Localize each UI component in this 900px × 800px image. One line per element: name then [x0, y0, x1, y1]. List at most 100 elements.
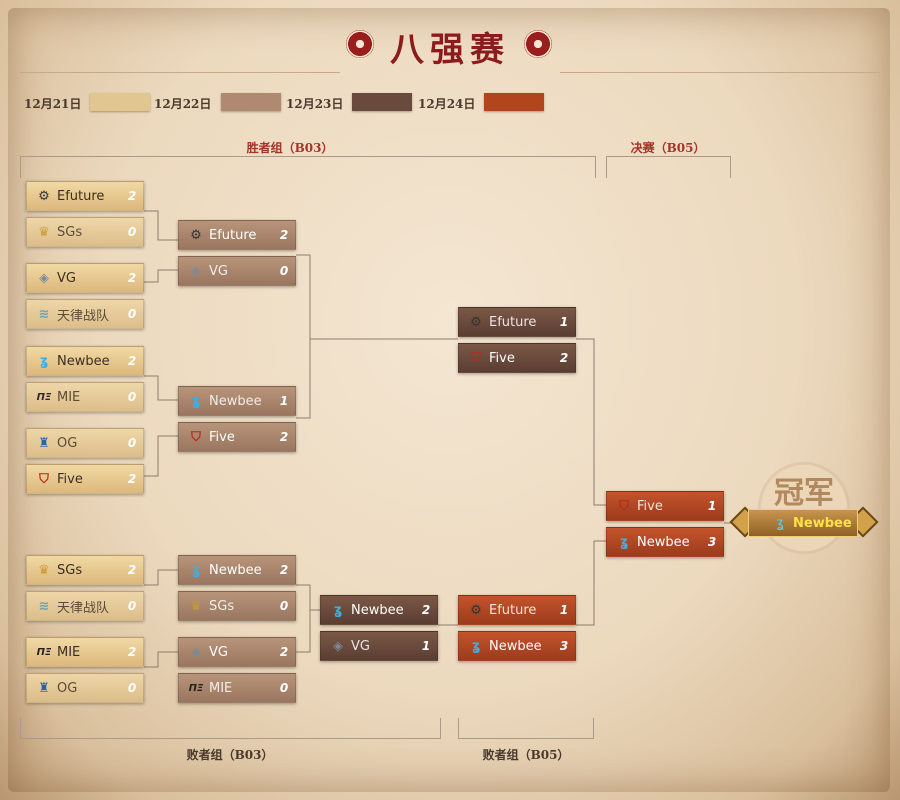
champion-medallion	[740, 438, 868, 578]
lower-bo3-tick-right	[440, 718, 441, 738]
team-name: Five	[637, 498, 663, 514]
team-name: Efuture	[489, 314, 537, 330]
team-name: Newbee	[209, 562, 262, 578]
page-title: 八强赛	[390, 30, 510, 70]
team-name: Efuture	[489, 602, 537, 618]
champion-name: Newbee	[793, 515, 852, 531]
team-score: 2	[127, 472, 137, 486]
connector-line	[144, 375, 178, 401]
team-name: SGs	[57, 562, 83, 578]
team-name: SGs	[57, 224, 83, 240]
team-name: SGs	[209, 598, 235, 614]
team-name: MIE	[57, 644, 81, 660]
team-score: 1	[279, 394, 289, 408]
team-score: 0	[127, 599, 137, 613]
champion-slot: ʓ Newbee	[748, 509, 858, 537]
five-logo-icon: ⛉	[471, 350, 481, 366]
efuture-logo-icon: ⚙	[190, 227, 202, 243]
five-logo-icon: ⛉	[191, 429, 201, 445]
team-name: MIE	[209, 680, 233, 696]
team-score: 0	[279, 599, 289, 613]
team-score: 3	[559, 639, 569, 653]
team-score: 0	[127, 681, 137, 695]
final-label: 决赛（B05）	[630, 141, 706, 155]
legend-date: 12月23日	[286, 97, 344, 111]
five-logo-icon: ⛉	[619, 498, 629, 514]
team-name: VG	[209, 263, 228, 279]
sgs-logo-icon: ♛	[38, 562, 50, 578]
team-score: 3	[707, 535, 717, 549]
team-score: 0	[127, 307, 137, 321]
newbee-logo-icon: ʓ	[333, 602, 343, 618]
team-score: 2	[279, 430, 289, 444]
team-score: 1	[707, 499, 717, 513]
team-slot-efuture: ⚙ Efuture 2	[178, 220, 296, 250]
team-score: 2	[127, 189, 137, 203]
team-name: Five	[489, 350, 515, 366]
left-tomoe-ornament-icon	[346, 30, 374, 58]
mie-logo-icon: ΠΞ	[36, 391, 52, 403]
upper-section-tick-right	[595, 156, 596, 178]
team-score: 0	[127, 436, 137, 450]
legend-swatch	[90, 93, 150, 111]
tianjin-logo-icon: ≋	[38, 598, 50, 614]
vg-logo-icon: ◈	[191, 263, 201, 279]
team-name: VG	[209, 644, 228, 660]
lower-bo5-section-line	[458, 738, 594, 739]
team-score: 0	[127, 225, 137, 239]
team-name: Efuture	[57, 188, 105, 204]
team-score: 0	[279, 681, 289, 695]
connector-line	[296, 584, 320, 611]
vg-logo-icon: ◈	[191, 644, 201, 660]
team-score: 1	[559, 603, 569, 617]
lower-bo5-tick-left	[458, 718, 459, 738]
newbee-logo-icon: ʓ	[191, 393, 201, 409]
team-slot-sgs: ♛ SGs 0	[178, 591, 296, 621]
team-score: 2	[559, 351, 569, 365]
team-score: 0	[279, 264, 289, 278]
team-score: 2	[127, 271, 137, 285]
legend-swatch	[352, 93, 412, 111]
newbee-logo-icon: ʓ	[39, 353, 49, 369]
connector-line	[296, 254, 458, 340]
upper-section-line	[20, 156, 596, 157]
legend-swatch	[484, 93, 544, 111]
team-score: 2	[279, 563, 289, 577]
lower-bo5-tick-right	[593, 718, 594, 738]
team-name: 天律战队	[57, 600, 110, 616]
team-slot-five: ⛉ Five 1	[606, 491, 724, 521]
newbee-logo-icon: ʓ	[471, 638, 481, 654]
team-name: Newbee	[637, 534, 690, 550]
team-slot-five: ⛉ Five 2	[458, 343, 576, 373]
legend-date: 12月21日	[24, 97, 82, 111]
sgs-logo-icon: ♛	[190, 598, 202, 614]
five-logo-icon: ⛉	[39, 471, 49, 487]
connector-line	[144, 210, 178, 241]
lower-bracket-bo5-label: 败者组（B05）	[482, 748, 570, 762]
team-name: OG	[57, 680, 78, 696]
lower-bo3-section-line	[20, 738, 441, 739]
title-divider-left	[20, 72, 340, 73]
team-score: 2	[279, 228, 289, 242]
connector-line	[144, 435, 178, 477]
connector-line	[576, 540, 606, 626]
legend-date: 12月24日	[418, 97, 476, 111]
team-name: Efuture	[209, 227, 257, 243]
